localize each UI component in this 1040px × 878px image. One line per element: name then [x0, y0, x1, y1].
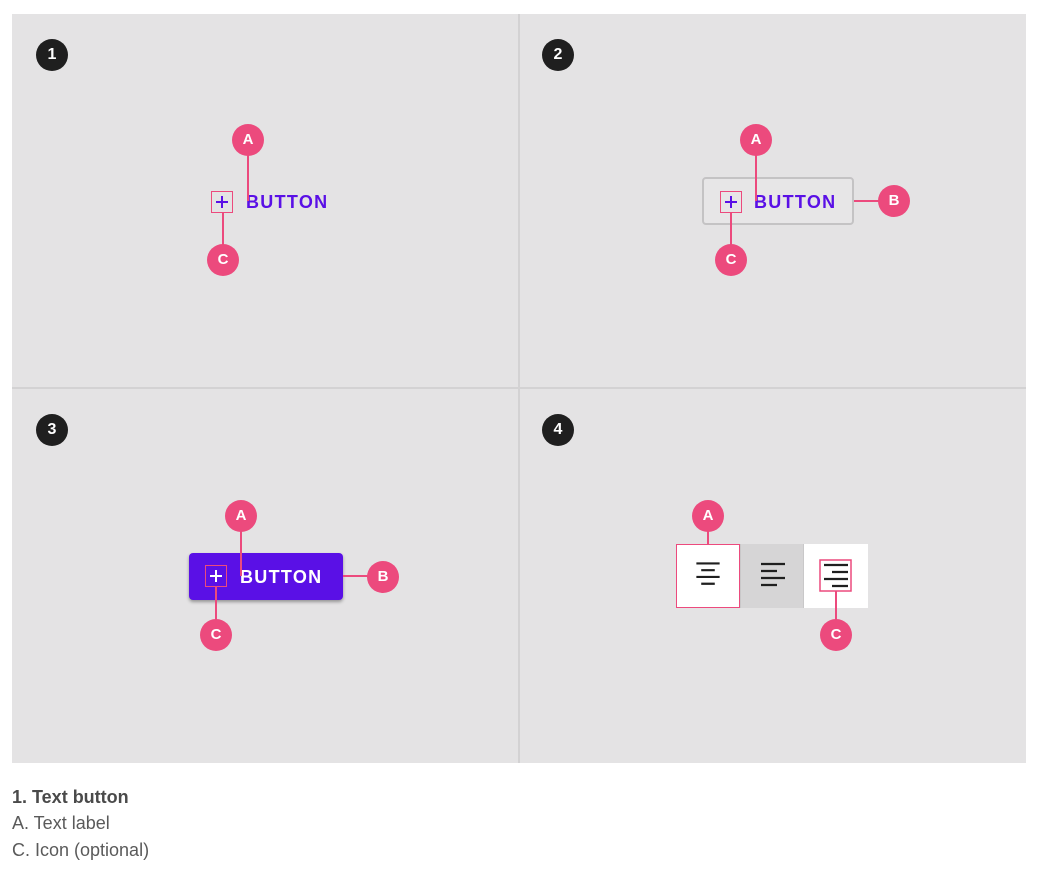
- callout-b-badge: B: [878, 185, 910, 217]
- callout-c-leader: [730, 212, 732, 246]
- align-center-icon: [696, 562, 720, 585]
- callout-b-badge: B: [367, 561, 399, 593]
- panel-number-badge: 4: [542, 414, 574, 446]
- callout-a-leader: [240, 530, 242, 576]
- panel-number-badge: 3: [36, 414, 68, 446]
- toggle-align-left-button[interactable]: [740, 544, 804, 608]
- plus-icon: [720, 191, 742, 213]
- contained-button-label[interactable]: BUTTON: [240, 567, 323, 587]
- panel-number-badge: 1: [36, 39, 68, 71]
- horizontal-divider: [12, 387, 1026, 389]
- callout-c-leader: [215, 587, 217, 621]
- callout-a-badge: A: [740, 124, 772, 156]
- callout-a-leader: [755, 155, 757, 201]
- callout-b-leader: [343, 575, 369, 577]
- text-button-label[interactable]: BUTTON: [246, 192, 329, 212]
- callout-a-badge: A: [225, 500, 257, 532]
- callout-c-badge: C: [820, 619, 852, 651]
- outlined-button-container[interactable]: [702, 177, 854, 225]
- callout-c-leader: [222, 212, 224, 246]
- outlined-button-label[interactable]: BUTTON: [754, 192, 837, 212]
- callout-c-badge: C: [200, 619, 232, 651]
- toggle-align-center-button[interactable]: [676, 544, 740, 608]
- callout-a-leader: [247, 155, 249, 201]
- callout-a-badge: A: [692, 500, 724, 532]
- panel-number-badge: 2: [542, 39, 574, 71]
- callout-c-badge: C: [207, 244, 239, 276]
- align-left-icon: [761, 562, 785, 587]
- legend-item-a: A. Text label: [12, 813, 110, 833]
- legend-title: 1. Text button: [12, 787, 129, 807]
- plus-icon: [205, 565, 227, 587]
- callout-c-leader: [835, 591, 837, 621]
- legend-item-c: C. Icon (optional): [12, 840, 150, 860]
- callout-a-leader: [707, 530, 709, 545]
- callout-a-badge: A: [232, 124, 264, 156]
- callout-c-badge: C: [715, 244, 747, 276]
- callout-b-leader: [854, 200, 880, 202]
- plus-icon: [211, 191, 233, 213]
- anatomy-figure: 1 A BUTTON C 2 A BUTTON B C 3 A BUTTON: [12, 14, 1026, 763]
